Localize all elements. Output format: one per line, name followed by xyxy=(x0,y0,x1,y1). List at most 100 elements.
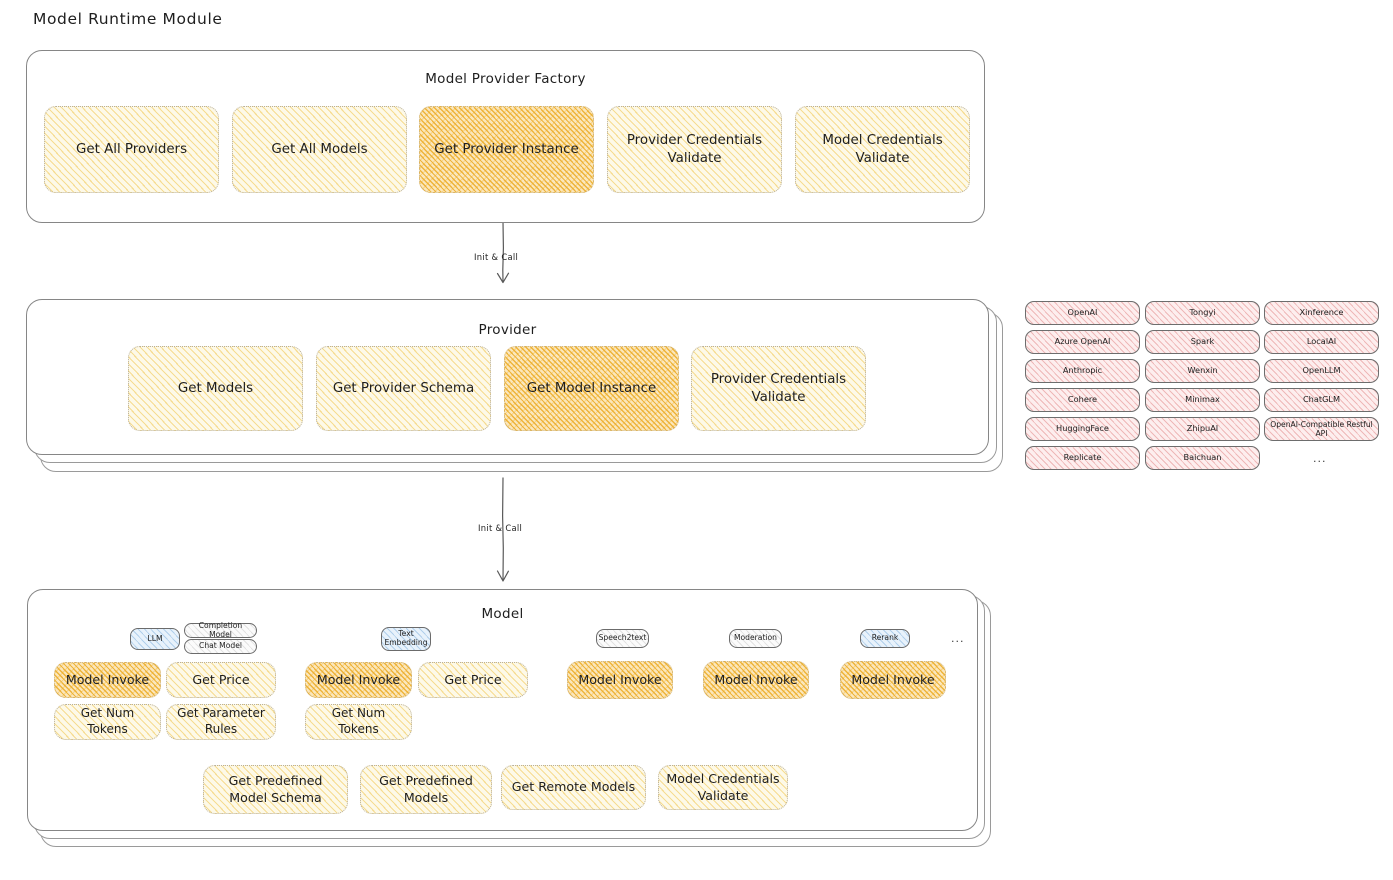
provider-chip-openllm[interactable]: OpenLLM xyxy=(1264,359,1379,383)
provider-chip-replicate[interactable]: Replicate xyxy=(1025,446,1140,470)
model-title: Model xyxy=(481,606,524,622)
model-type-badge-label: Text Embedding xyxy=(384,629,428,647)
card-label: Get Num Tokens xyxy=(80,706,135,736)
text-embedding-card-model-invoke[interactable]: Model Invoke xyxy=(305,662,412,698)
provider-chip-localai[interactable]: LocalAI xyxy=(1264,330,1379,354)
card-label: Get Num Tokens xyxy=(331,706,386,736)
provider-chip-zhipuai[interactable]: ZhipuAI xyxy=(1145,417,1260,441)
card-label: Get Price xyxy=(444,671,502,687)
card-label: Model Invoke xyxy=(714,671,798,687)
provider-card-label: Get Models xyxy=(177,380,254,396)
text-embedding-card-get-num-tokens[interactable]: Get Num Tokens xyxy=(305,704,412,740)
model-subtype-completion-model[interactable]: Completion Model xyxy=(184,620,257,639)
model-card-get-predefined-model-schema[interactable]: Get Predefined Model Schema xyxy=(203,765,348,814)
model-types-ellipsis: ... xyxy=(951,632,965,645)
model-type-badge-text-embedding[interactable]: Text Embedding xyxy=(381,627,431,651)
card-label: Get Predefined Models xyxy=(379,772,473,805)
model-provider-factory-title: Model Provider Factory xyxy=(425,71,586,87)
page-title: Model Runtime Module xyxy=(33,10,223,28)
provider-chip-anthropic[interactable]: Anthropic xyxy=(1025,359,1140,383)
text-embedding-card-get-price[interactable]: Get Price xyxy=(418,662,528,698)
llm-card-get-num-tokens[interactable]: Get Num Tokens xyxy=(54,704,161,740)
factory-card-label: Get All Providers xyxy=(75,141,188,157)
provider-chip-label: Wenxin xyxy=(1187,365,1218,376)
provider-card-get-model-instance[interactable]: Get Model Instance xyxy=(504,346,679,431)
arrow-label-init-call-2: Init & Call xyxy=(478,523,523,533)
model-subtype-label: Completion Model xyxy=(198,620,243,639)
factory-card-label: Get Provider Instance xyxy=(434,141,579,157)
model-card-get-predefined-models[interactable]: Get Predefined Models xyxy=(360,765,492,814)
card-label: Model Invoke xyxy=(65,671,150,687)
provider-chip-label: Spark xyxy=(1190,336,1215,347)
provider-chip-tongyi[interactable]: Tongyi xyxy=(1145,301,1260,325)
factory-card-label: Model Credentials Validate xyxy=(822,132,943,166)
moderation-card-model-invoke[interactable]: Model Invoke xyxy=(703,661,809,699)
speech2text-card-model-invoke[interactable]: Model Invoke xyxy=(567,661,673,699)
provider-chip-label: LocalAI xyxy=(1306,336,1337,347)
provider-chip-chatglm[interactable]: ChatGLM xyxy=(1264,388,1379,412)
llm-card-get-price[interactable]: Get Price xyxy=(166,662,276,698)
factory-card-get-all-models[interactable]: Get All Models xyxy=(232,106,407,193)
model-type-badge-rerank[interactable]: Rerank xyxy=(860,629,910,648)
provider-chip-label: ZhipuAI xyxy=(1186,423,1219,434)
provider-card-label: Get Model Instance xyxy=(526,380,657,396)
card-label: Model Invoke xyxy=(316,671,401,687)
provider-card-label: Provider Credentials Validate xyxy=(710,371,847,405)
llm-card-model-invoke[interactable]: Model Invoke xyxy=(54,662,161,698)
model-subtype-label: Chat Model xyxy=(199,641,242,651)
model-type-badge-label: Moderation xyxy=(733,633,777,643)
provider-chip-cohere[interactable]: Cohere xyxy=(1025,388,1140,412)
factory-card-label: Get All Models xyxy=(271,141,368,157)
provider-chip-minimax[interactable]: Minimax xyxy=(1145,388,1260,412)
provider-list-ellipsis: ... xyxy=(1313,452,1327,465)
provider-chip-label: Azure OpenAI xyxy=(1054,336,1111,347)
provider-chip-spark[interactable]: Spark xyxy=(1145,330,1260,354)
provider-chip-xinference[interactable]: Xinference xyxy=(1264,301,1379,325)
arrow-label-init-call-1: Init & Call xyxy=(474,252,519,262)
provider-chip-label: Replicate xyxy=(1063,452,1102,463)
provider-chip-azure-openai[interactable]: Azure OpenAI xyxy=(1025,330,1140,354)
factory-card-get-provider-instance[interactable]: Get Provider Instance xyxy=(419,106,594,193)
factory-card-get-all-providers[interactable]: Get All Providers xyxy=(44,106,219,193)
provider-chip-label: OpenLLM xyxy=(1302,365,1341,376)
provider-chip-label: HuggingFace xyxy=(1056,423,1109,434)
provider-chip-openai[interactable]: OpenAI xyxy=(1025,301,1140,325)
card-label: Model Credentials Validate xyxy=(666,770,780,803)
model-type-badge-moderation[interactable]: Moderation xyxy=(729,629,782,648)
provider-title: Provider xyxy=(478,322,537,338)
provider-chip-label: OpenAI xyxy=(1067,307,1098,318)
card-label: Model Invoke xyxy=(578,671,662,687)
provider-card-get-models[interactable]: Get Models xyxy=(128,346,303,431)
rerank-card-model-invoke[interactable]: Model Invoke xyxy=(840,661,946,699)
model-card-model-credentials-validate[interactable]: Model Credentials Validate xyxy=(658,765,788,810)
provider-card-get-provider-schema[interactable]: Get Provider Schema xyxy=(316,346,491,431)
model-type-badge-label: Rerank xyxy=(871,633,899,643)
factory-card-provider-credentials-validate[interactable]: Provider Credentials Validate xyxy=(607,106,782,193)
card-label: Get Price xyxy=(192,671,250,687)
provider-card-label: Get Provider Schema xyxy=(332,380,475,396)
provider-chip-label: Minimax xyxy=(1185,394,1220,405)
provider-chip-label: Cohere xyxy=(1067,394,1098,405)
provider-card-provider-credentials-validate[interactable]: Provider Credentials Validate xyxy=(691,346,866,431)
model-type-badge-speech2text[interactable]: Speech2text xyxy=(596,629,649,648)
factory-card-label: Provider Credentials Validate xyxy=(626,132,763,166)
model-type-badge-label: LLM xyxy=(147,633,163,643)
provider-chip-label: Tongyi xyxy=(1189,307,1216,318)
card-label: Get Parameter Rules xyxy=(177,706,265,736)
factory-card-model-credentials-validate[interactable]: Model Credentials Validate xyxy=(795,106,970,193)
model-subtype-chat-model[interactable]: Chat Model xyxy=(184,639,257,654)
provider-chip-label: Baichuan xyxy=(1183,452,1222,463)
provider-chip-openai-compatible-restful-api[interactable]: OpenAI-Compatible Restful API xyxy=(1264,417,1379,441)
model-type-badge-llm[interactable]: LLM xyxy=(130,628,180,650)
provider-chip-label: ChatGLM xyxy=(1302,394,1341,405)
provider-chip-wenxin[interactable]: Wenxin xyxy=(1145,359,1260,383)
card-label: Get Remote Models xyxy=(511,779,636,795)
provider-chip-huggingface[interactable]: HuggingFace xyxy=(1025,417,1140,441)
llm-card-get-parameter-rules[interactable]: Get Parameter Rules xyxy=(166,704,276,740)
card-label: Get Predefined Model Schema xyxy=(228,772,323,805)
provider-chip-baichuan[interactable]: Baichuan xyxy=(1145,446,1260,470)
model-type-badge-label: Speech2text xyxy=(598,633,647,643)
model-card-get-remote-models[interactable]: Get Remote Models xyxy=(501,765,646,810)
provider-chip-label: Xinference xyxy=(1299,307,1344,318)
